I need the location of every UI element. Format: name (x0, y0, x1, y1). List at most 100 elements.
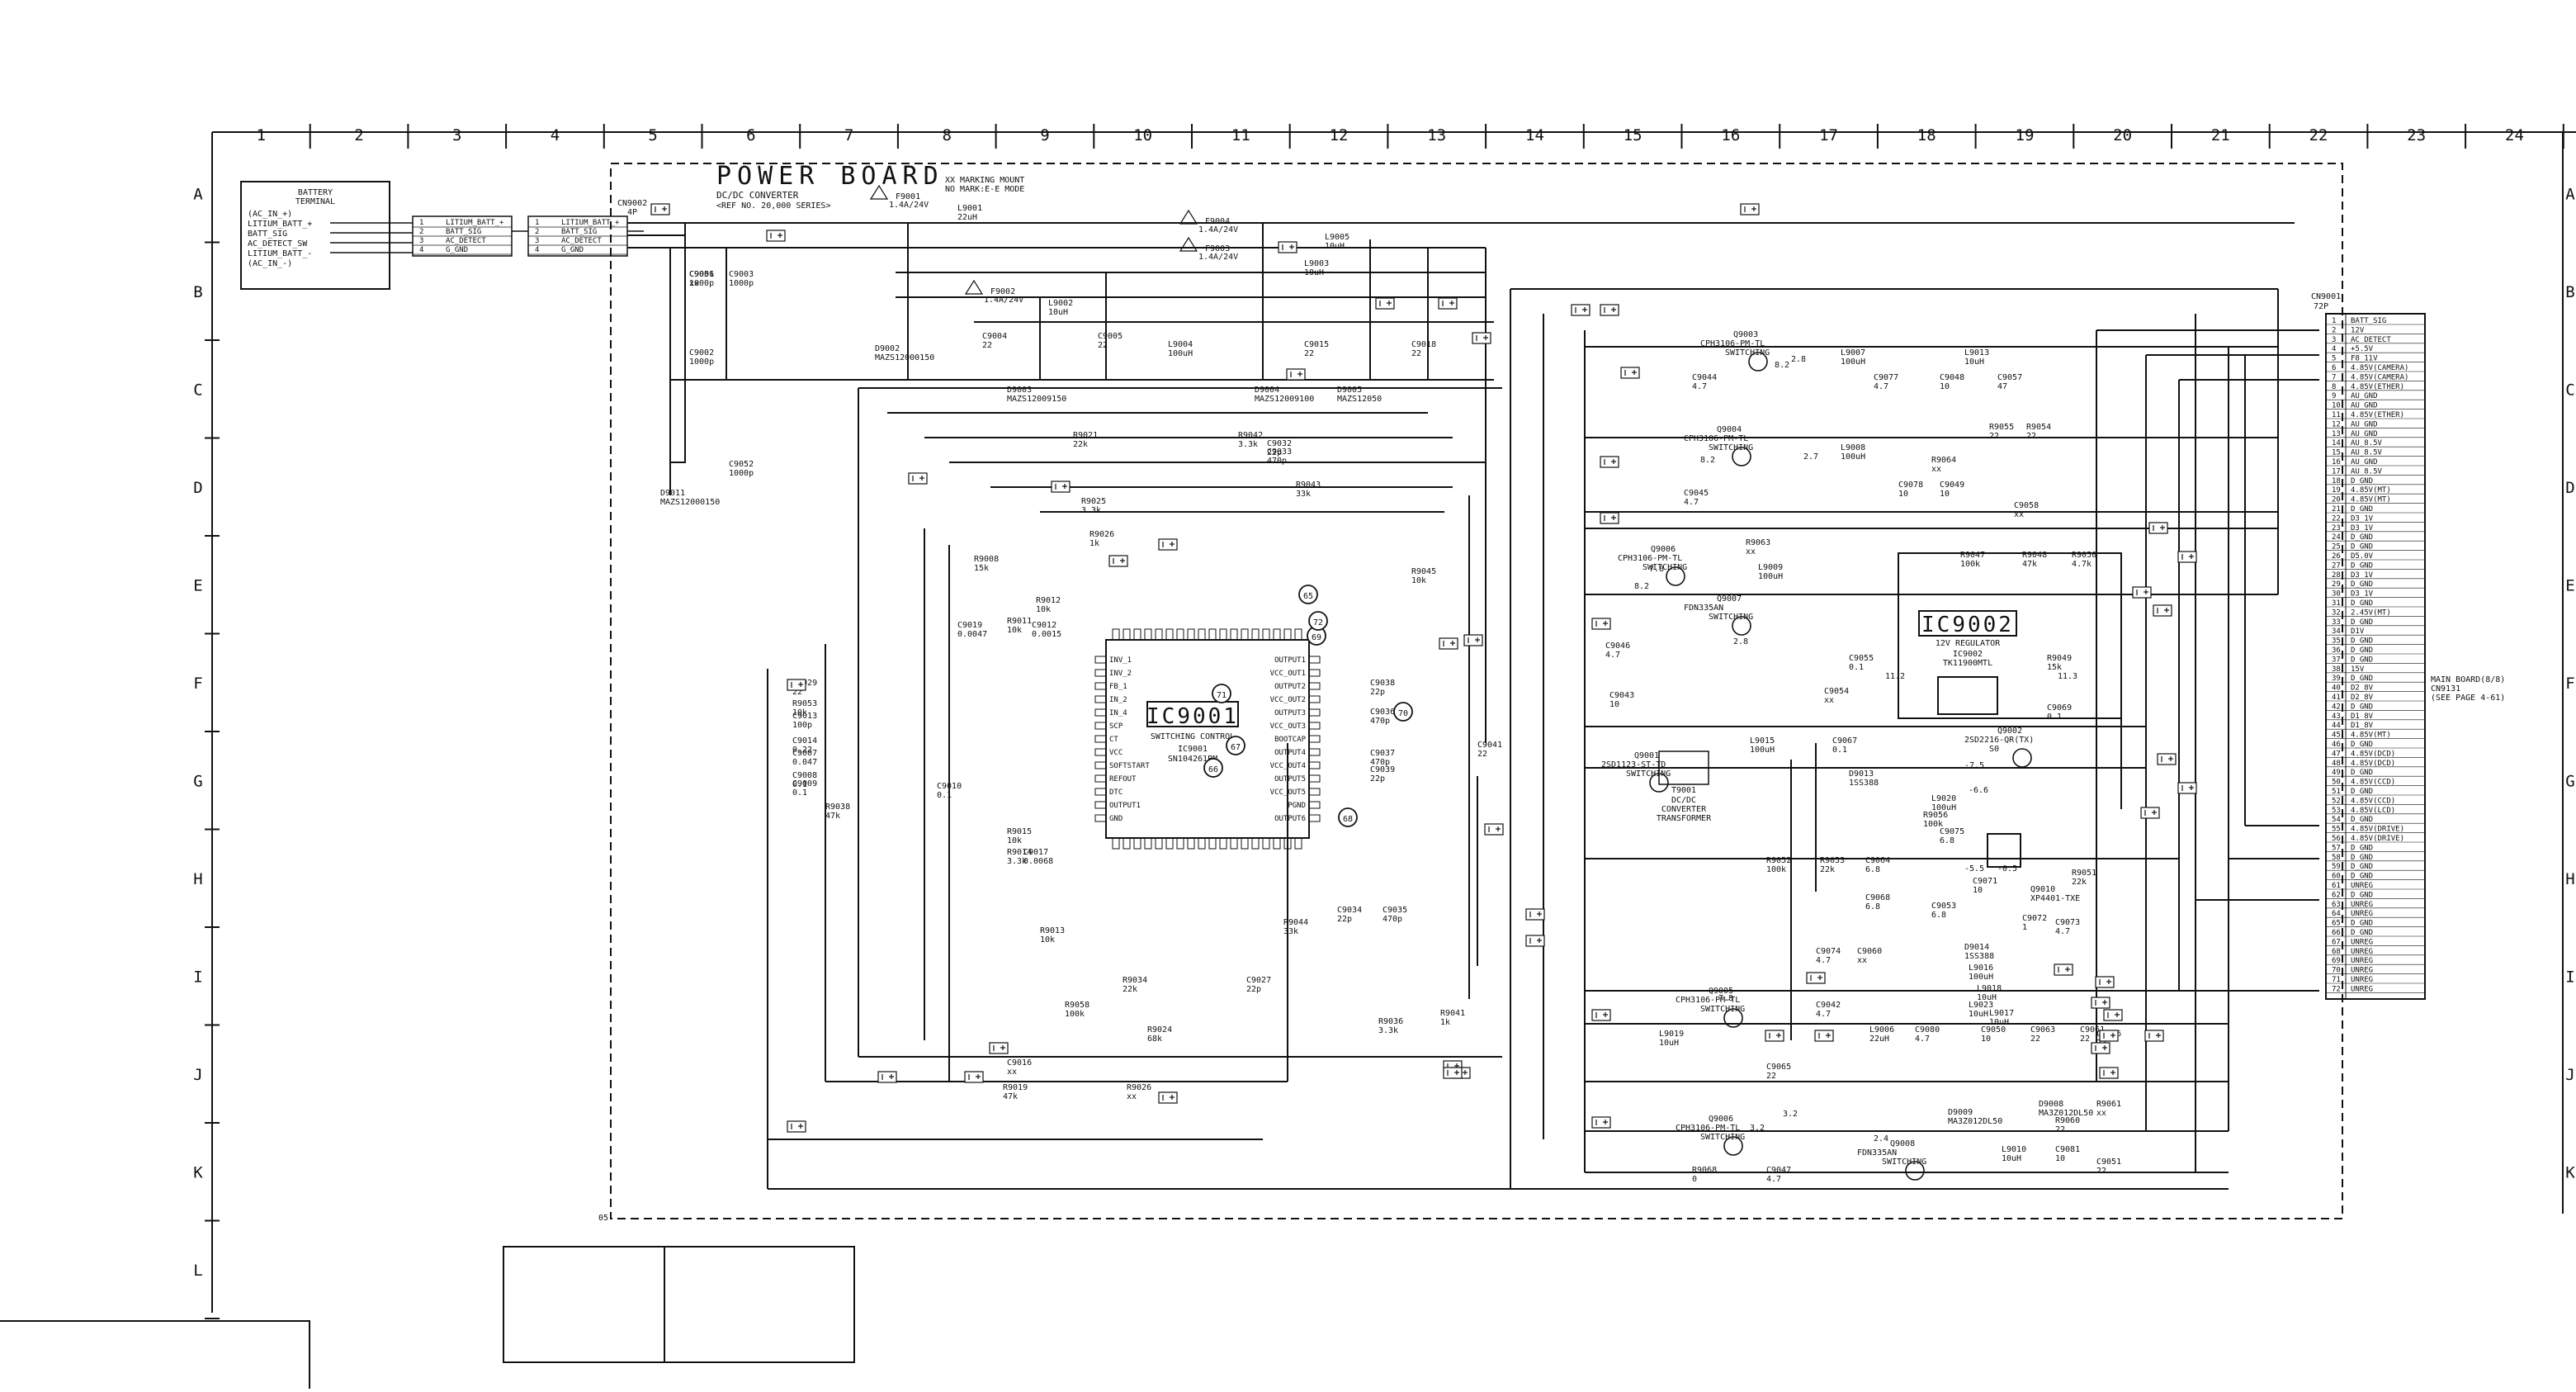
main-board-reference: MAIN BOARD(8/8)CN9131(SEE PAGE 4-61) (2431, 675, 2505, 703)
component-value: 22 (2096, 1167, 2106, 1176)
component-value: 100uH (1841, 357, 1865, 367)
ic9001-right-pin-label: VCC_OUT5 (1270, 788, 1306, 797)
component-value: 3.3k (1238, 440, 1258, 449)
cn9001-pin-number: 39 (2332, 675, 2341, 683)
component-value: 10k (1040, 935, 1055, 945)
component-value: 10k (1007, 836, 1022, 845)
fuse-ref: F9002 (990, 287, 1015, 296)
cn9001-pin-number: 38 (2332, 665, 2341, 674)
component-ref: C9014 (792, 736, 817, 746)
component-ref: R9052 (1766, 856, 1791, 865)
transistor-ref: Q9002 (1997, 727, 2022, 736)
ic9001-left-pin-label: GND (1109, 815, 1123, 823)
component-ref: R9050 (2072, 551, 2096, 560)
component-ref: R9042 (1238, 431, 1263, 440)
cn9001-pin-number: 5 (2332, 355, 2336, 363)
ic9001-function: SWITCHING CONTROL (1151, 732, 1235, 741)
ic9001-left-pin-label: REFOUT (1109, 775, 1137, 784)
component-ref: R9021 (1073, 431, 1098, 440)
voltage-mark: 11.3 (2058, 672, 2077, 681)
component-value: 33k (1283, 927, 1298, 936)
cn9001-pin-label: AU_8.5V (2351, 467, 2383, 476)
cn9001-pin-label: D_GND (2351, 477, 2373, 485)
cn9001-pin-number: 8 (2332, 383, 2336, 391)
component-ref: C9002 (689, 348, 714, 357)
cn9001-pin-number: 67 (2332, 938, 2341, 946)
fuse-labels: F90011.4A/24VF90021.4A/24VF90031.4A/24VF… (869, 184, 1238, 305)
cn9001-pin-label: 15V (2351, 665, 2365, 674)
component-value: 47k (1003, 1092, 1018, 1101)
component-value: 0 (1692, 1175, 1697, 1184)
connector-pin-label: AC_DETECT (561, 237, 602, 245)
callout-circle (1298, 585, 1318, 604)
row-label-right: I (2565, 968, 2574, 986)
component-value: 470p (1370, 758, 1390, 767)
ic9001-right-pin-label: VCC_OUT1 (1270, 670, 1306, 678)
connector-pin-label: BATT_SIG (446, 228, 481, 236)
column-label: 23 (2407, 126, 2426, 144)
connector-pin-number: 3 (535, 237, 539, 245)
component-ref: C9043 (1609, 691, 1634, 700)
transformer-ref: T9001 (1671, 786, 1696, 795)
connector-pin-number: 1 (419, 219, 423, 227)
component-value: 10 (2055, 1154, 2065, 1163)
component-value: 0.1 (1832, 746, 1847, 755)
cn9001-pin-label: UNREG (2351, 967, 2373, 975)
component-value: 0.1 (2047, 713, 2062, 722)
cn9001-pin-number: 40 (2332, 684, 2341, 693)
component-ref: R9013 (1040, 926, 1065, 935)
cn9001-pin-label: AU_GND (2351, 458, 2378, 466)
component-value: MAZS12009150 (1007, 395, 1066, 404)
cn9001-pin-label: D3_1V (2351, 524, 2374, 533)
connector-pin-number: 1 (535, 219, 539, 227)
callout-number: 72 (1313, 618, 1323, 627)
component-value: 1000p (689, 357, 714, 367)
component-ref: C9045 (1684, 489, 1709, 498)
column-label: 20 (2113, 126, 2132, 144)
component-value: 10 (1609, 700, 1619, 709)
callout-number: 68 (1343, 815, 1353, 824)
column-label: 12 (1330, 126, 1349, 144)
cn9001-pin-label: D3_1V (2351, 514, 2374, 523)
component-value: 4.7 (1874, 382, 1888, 391)
cn9001-pin-label: UNREG (2351, 882, 2373, 890)
component-ref: C9042 (1816, 1001, 1841, 1010)
component-value: 10 (1940, 382, 1950, 391)
voltage-mark: 11.2 (1885, 672, 1905, 681)
cn9001-pin-number: 28 (2332, 571, 2341, 580)
component-value: 100uH (1168, 349, 1193, 358)
component-labels: C90011000pC90031000pC90021000pC90521000p… (660, 204, 2121, 1184)
column-label: 3 (452, 126, 461, 144)
cn9001-pin-number: 42 (2332, 703, 2341, 711)
component-value: 15k (974, 564, 989, 573)
component-value: 22uH (957, 213, 977, 222)
cn9001-pin-number: 27 (2332, 561, 2341, 570)
cn9001-pin-number: 52 (2332, 797, 2341, 805)
cn9001-pin-number: 34 (2332, 627, 2341, 636)
cn9001-pin-label: AU_8.5V (2351, 439, 2383, 447)
component-value: 10uH (1977, 993, 1997, 1002)
row-label-right: A (2565, 185, 2575, 203)
component-value: xx (1857, 956, 1867, 965)
ic9001-right-pin-label: OUTPUT2 (1274, 683, 1306, 691)
cn9001-pin-label: 4.85V(MT) (2351, 486, 2391, 495)
voltage-mark: -5.5 (1964, 864, 1984, 874)
cn9001-pin-label: D_GND (2351, 816, 2373, 824)
fuse-ref: F9004 (1205, 217, 1230, 226)
cn9001-pin-number: 21 (2332, 505, 2341, 514)
transistor-ref: Q9007 (1717, 594, 1742, 604)
cn9001-pin-number: 71 (2332, 976, 2341, 984)
component-value: 10uH (1304, 268, 1324, 277)
board-serial-note: <REF NO. 20,000 SERIES> (716, 201, 830, 211)
cn9001-pin-number: 15 (2332, 449, 2341, 457)
component-ref: C9027 (1246, 976, 1271, 985)
component-value: 0.22 (792, 746, 812, 755)
component-ref: C9069 (2047, 703, 2072, 713)
component-ref: D9011 (660, 489, 685, 498)
component-ref: C9013 (792, 712, 817, 721)
transistor-ref: Q9001 (1634, 751, 1659, 760)
component-ref: C9053 (1931, 902, 1956, 911)
